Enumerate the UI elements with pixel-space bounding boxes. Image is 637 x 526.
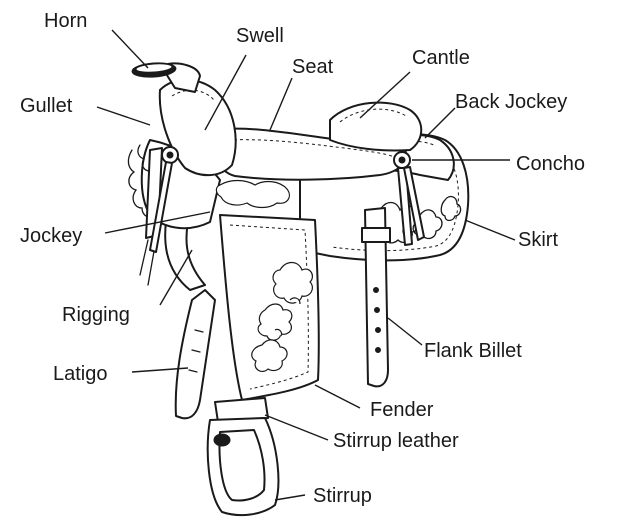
label-skirt: Skirt — [518, 229, 558, 251]
label-stirrup: Stirrup — [313, 485, 372, 507]
label-rigging: Rigging — [62, 304, 130, 326]
label-cantle: Cantle — [412, 47, 470, 69]
label-swell: Swell — [236, 25, 284, 47]
label-back-jockey: Back Jockey — [455, 91, 567, 113]
label-latigo: Latigo — [53, 363, 108, 385]
label-seat: Seat — [292, 56, 334, 78]
label-gullet: Gullet — [20, 95, 73, 117]
label-jockey: Jockey — [20, 225, 82, 247]
saddle-cantle — [330, 103, 421, 151]
label-fender: Fender — [370, 399, 434, 421]
label-stirrup-leather: Stirrup leather — [333, 430, 459, 452]
saddle-latigo — [176, 290, 215, 418]
label-horn: Horn — [44, 10, 87, 32]
label-flank-billet: Flank Billet — [424, 340, 522, 362]
label-concho: Concho — [516, 153, 585, 175]
